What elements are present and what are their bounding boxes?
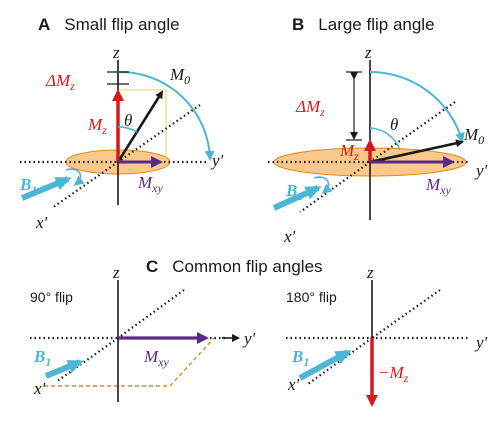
panel-c-180-y-label: y'	[474, 333, 488, 352]
panel-c-title-text: Common flip angles	[172, 257, 322, 276]
panel-b-x-label: x'	[283, 227, 296, 246]
panel-b-precession-arc	[369, 70, 465, 143]
panel-b-b1-arrow	[272, 185, 322, 211]
panel-a-title: A Small flip angle	[38, 15, 180, 34]
panel-a-mxy-sub: xy	[151, 181, 163, 195]
panel-c-90-mxy-sub: xy	[157, 355, 169, 369]
panel-b-mz-label: Mz	[339, 141, 359, 163]
panel-a-m0-sub: 0	[184, 73, 190, 87]
panel-a-precession-arc	[117, 70, 215, 161]
panel-b-m0-sub: 0	[478, 133, 484, 147]
panel-c-90-b1-arrow	[44, 359, 84, 379]
panel-b-title-text: Large flip angle	[318, 15, 434, 34]
panel-a-theta-arc	[117, 126, 138, 133]
panel-c-180-b1-text: B	[291, 347, 303, 366]
panel-a-theta-label: θ	[124, 111, 132, 130]
panel-a-letter: A	[38, 15, 50, 34]
panel-c-180-flip: 180° flip z y' x' −Mz B1	[286, 263, 488, 407]
panel-c-90-plane-outline	[44, 337, 215, 387]
panel-c-title: C Common flip angles	[146, 257, 323, 276]
panel-b-x-axis-back	[369, 101, 456, 163]
panel-c-90-z-label: z	[112, 263, 120, 282]
panel-b-letter: B	[292, 15, 304, 34]
panel-c-180-neg-mz-label: −Mz	[378, 363, 409, 385]
panel-c: C Common flip angles 90° flip z y' x'	[30, 257, 488, 407]
panel-b-dmz-text: ΔM	[295, 97, 321, 116]
panel-a-x-axis-back	[117, 104, 201, 163]
panel-c-180-z-label: z	[366, 263, 374, 282]
panel-a-b1-text: B	[19, 175, 31, 194]
panel-c-90-b1-label: B1	[33, 347, 51, 369]
panel-a-m0-vector	[116, 90, 164, 163]
panel-b-b1-text: B	[285, 181, 297, 200]
panel-a-y-label: y'	[210, 151, 224, 170]
panel-a-dmz-label: ΔMz	[45, 71, 75, 93]
panel-c-180-x-axis-front	[307, 337, 373, 385]
panel-b-theta-label: θ	[390, 115, 398, 134]
panel-b-x-axis-front	[299, 161, 371, 213]
panel-a-m0-text: M	[169, 65, 185, 84]
panel-c-180-b1-arrow	[298, 349, 352, 381]
panel-a-title-text: Small flip angle	[64, 15, 179, 34]
panel-b-mxy-label: Mxy	[425, 175, 451, 197]
panel-c-180-b1-sub: 1	[303, 355, 309, 369]
panel-c-180-x-label: x'	[287, 375, 300, 394]
panel-b-title: B Large flip angle	[292, 15, 435, 34]
panel-c-90-x-label: x'	[33, 379, 46, 398]
panel-a-mz-sub: z	[101, 123, 107, 137]
panel-b-dmz-sub: z	[319, 105, 325, 119]
panel-b-y-label: y'	[474, 161, 488, 180]
panel-b-m0-text: M	[463, 125, 479, 144]
panel-b-b1-label: B1	[285, 181, 303, 203]
panel-c-180-x-axis-back	[371, 289, 441, 339]
panel-b-rotation-icon	[313, 176, 333, 194]
panel-c-180-neg-mz-sub: z	[403, 371, 409, 385]
panel-c-90-y-label: y'	[242, 329, 256, 348]
panel-b-mxy-sub: xy	[439, 183, 451, 197]
panel-c-90-mxy-text: M	[143, 347, 159, 366]
panel-b-mxy-text: M	[425, 175, 441, 194]
panel-a-x-label: x'	[35, 213, 48, 232]
panel-c-90-b1-text: B	[33, 347, 45, 366]
panel-c-90-flip: 90° flip z y' x' Mxy B1	[30, 263, 256, 402]
panel-c-letter: C	[146, 257, 158, 276]
panel-b-theta-arc	[369, 127, 401, 151]
panel-c-90-mxy-label: Mxy	[143, 347, 169, 369]
panel-a-mxy-text: M	[137, 173, 153, 192]
panel-a: A Small flip angle z y' x'	[19, 15, 224, 232]
panel-c-90-caption: 90° flip	[30, 289, 73, 305]
panel-c-180-neg-mz-text: −M	[378, 363, 404, 382]
panel-c-180-b1-label: B1	[291, 347, 309, 369]
panel-b-b1-sub: 1	[297, 189, 303, 203]
panel-a-b1-label: B1	[19, 175, 37, 197]
panel-b-mz-text: M	[339, 141, 355, 160]
panel-a-dmz-text: ΔM	[45, 71, 71, 90]
panel-a-m0-label: M0	[169, 65, 190, 87]
panel-a-b1-arrow	[20, 176, 72, 201]
panel-a-dmz-sub: z	[69, 79, 75, 93]
panel-a-mxy-label: Mxy	[137, 173, 163, 195]
panel-c-90-b1-sub: 1	[45, 355, 51, 369]
panel-c-90-x-axis-front	[55, 337, 119, 383]
panel-c-90-x-axis-back	[117, 289, 185, 339]
panel-b-m0-vector	[369, 139, 464, 164]
panel-a-rotation-icon	[65, 168, 85, 186]
panel-b: B Large flip angle z y' x'	[268, 15, 488, 246]
panel-a-b1-sub: 1	[31, 183, 37, 197]
panel-b-dmz-label: ΔMz	[295, 97, 325, 119]
panel-a-mz-text: M	[87, 115, 103, 134]
panel-a-mz-label: Mz	[87, 115, 107, 137]
panel-b-mz-sub: z	[353, 149, 359, 163]
panel-b-m0-label: M0	[463, 125, 484, 147]
panel-a-z-label: z	[112, 43, 120, 62]
panel-c-180-caption: 180° flip	[286, 289, 337, 305]
panel-b-z-label: z	[364, 43, 372, 62]
